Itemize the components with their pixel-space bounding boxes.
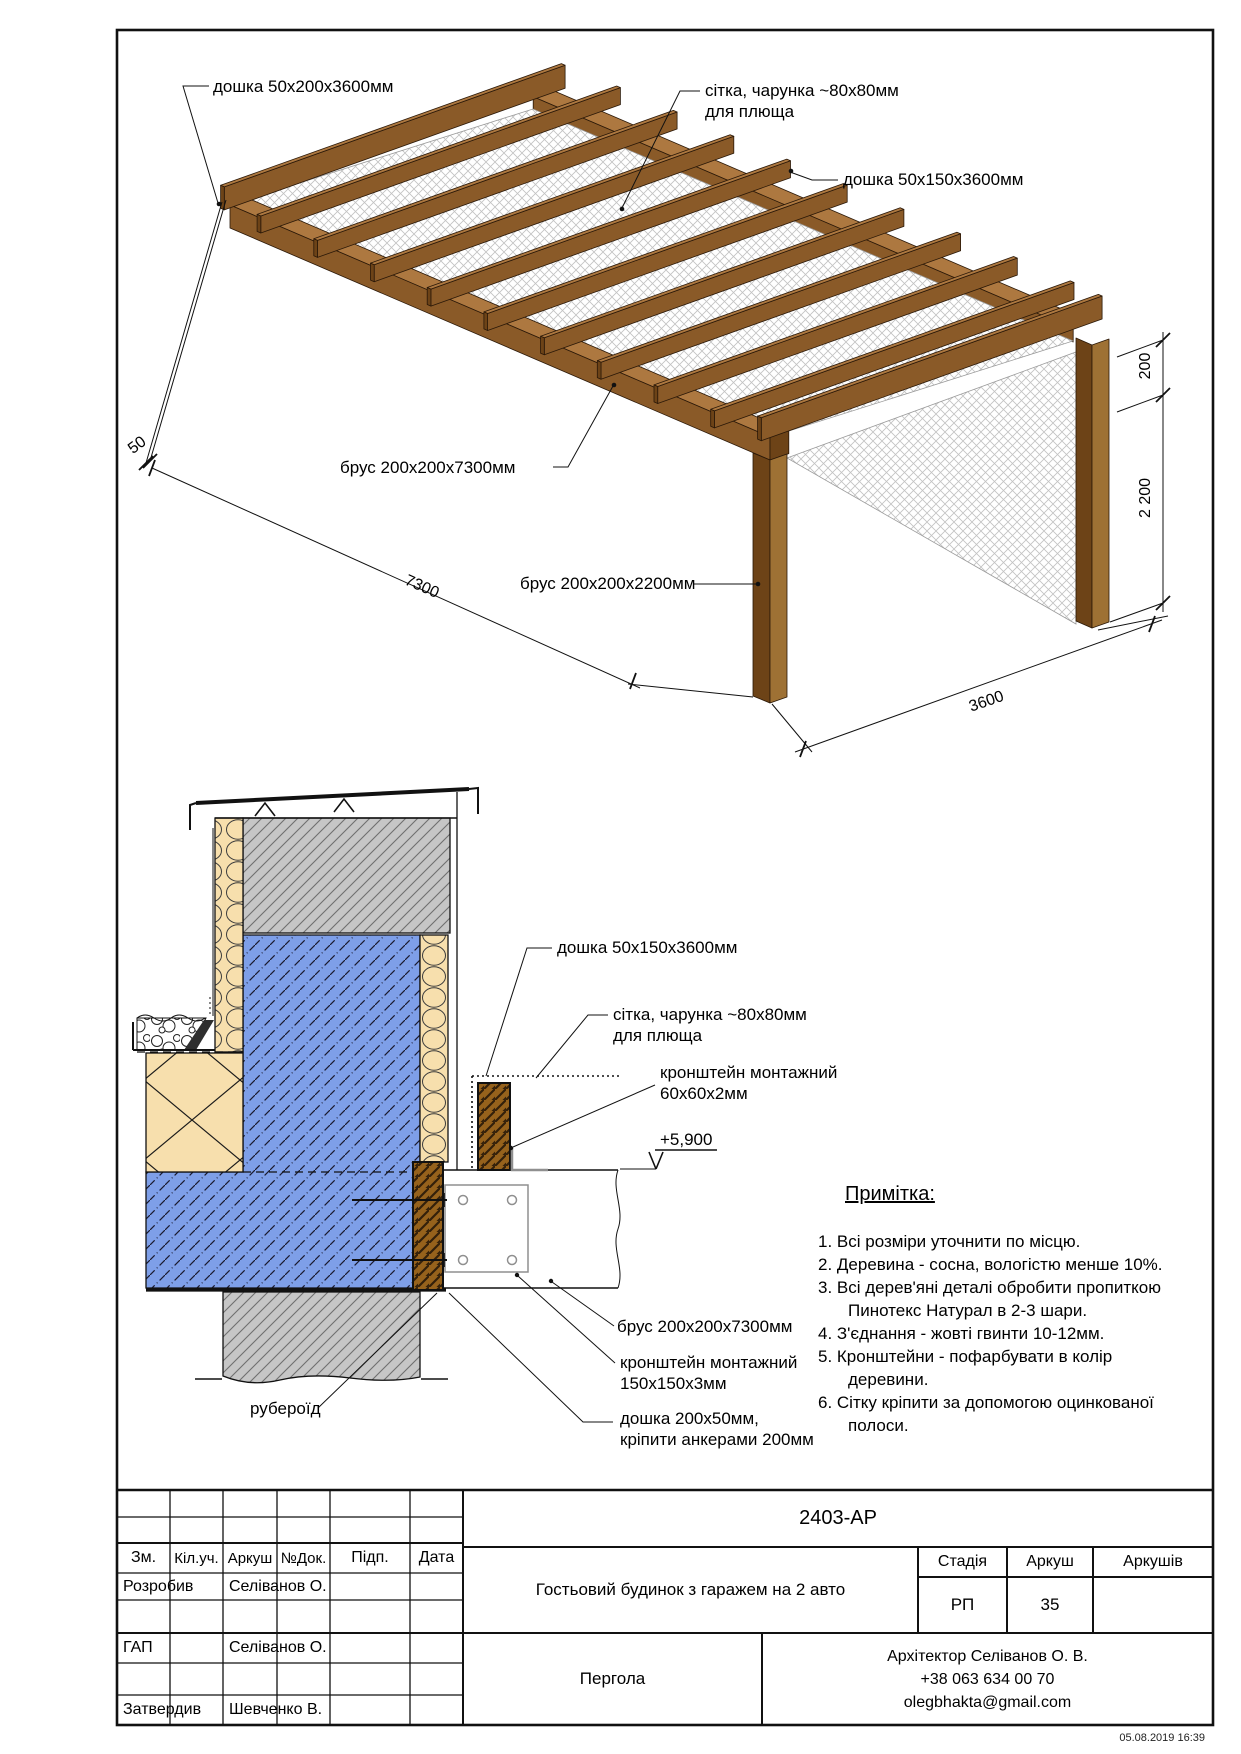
level-mark: +5,900 — [620, 1130, 717, 1170]
label-net-2: для плюща — [705, 102, 795, 121]
notes: Примітка: 1. Всі розміри уточнити по міс… — [818, 1183, 1180, 1437]
label-bracket-big-1: кронштейн монтажний — [620, 1353, 797, 1372]
iso-right-post — [1075, 337, 1110, 629]
beam-section — [443, 1169, 621, 1289]
tb-col-arkush: Аркуш — [227, 1549, 273, 1567]
tb-role-gap: ГАП — [123, 1639, 153, 1656]
note-item: 5. Кронштейни - пофарбувати в колір дере… — [818, 1347, 1113, 1389]
membrane-strip — [184, 1020, 214, 1050]
insulation-right — [419, 934, 449, 1163]
tb-project-title: Гостьовий будинок з гаражем на 2 авто — [535, 1580, 846, 1599]
anchors — [352, 1193, 447, 1267]
notes-title: Примітка: — [845, 1183, 935, 1205]
tb-col-pidp: Підп. — [351, 1549, 389, 1566]
dim-2200: 2 200 — [1137, 478, 1154, 518]
small-angle-bracket — [510, 1148, 548, 1172]
label-board-cross: дошка 50х150х3600мм — [843, 170, 1023, 189]
label-beam-long: брус 200х200х7300мм — [340, 458, 515, 477]
label-beam-post: брус 200х200х2200мм — [520, 574, 695, 593]
tb-col-kiluch: Кіл.уч. — [174, 1549, 219, 1567]
section-labels: дошка 50х150х3600мм сітка, чарунка ~80х8… — [250, 938, 837, 1449]
contact-architect: Архітектор Селіванов О. В. — [887, 1647, 1088, 1665]
tb-contact: Архітектор Селіванов О. В. +38 063 634 0… — [762, 1633, 1213, 1725]
note-item: 6. Сітку кріпити за допомогою оцинковано… — [818, 1393, 1154, 1435]
tb-stage-label: Стадія — [937, 1553, 988, 1570]
label-board-anchor-1: дошка 200х50мм, — [620, 1409, 759, 1428]
label-bracket-small-2: 60х60х2мм — [660, 1084, 748, 1103]
insulation-left — [214, 817, 244, 1053]
foundation — [222, 1291, 421, 1384]
parapet-concrete — [242, 817, 451, 934]
note-item: 2. Деревина - сосна, вологістю менше 10%… — [818, 1255, 1163, 1274]
cross-board-section — [477, 1082, 511, 1171]
label-net-1: сітка, чарунка ~80х80мм — [705, 81, 899, 100]
net-dotted-line — [471, 1075, 620, 1170]
tb-name-gap: Селіванов О. — [229, 1639, 327, 1656]
note-item: 3. Всі дерев'яні деталі обробити пропитк… — [818, 1278, 1161, 1320]
tb-role-zatverdyv: Затвердив — [123, 1701, 202, 1718]
iso-front-post — [752, 452, 788, 704]
tb-col-ndok: №Док. — [280, 1549, 327, 1567]
label-sec-net-1: сітка, чарунка ~80х80мм — [613, 1005, 807, 1024]
tb-drawing-title: Пергола — [579, 1669, 646, 1688]
tb-sheet-value: 35 — [1040, 1595, 1060, 1614]
dim-200: 200 — [1137, 353, 1154, 380]
label-sec-net-2: для плюща — [613, 1026, 703, 1045]
iso-cross-boards — [220, 63, 1103, 442]
note-item: 1. Всі розміри уточнити по місцю. — [818, 1232, 1081, 1251]
tb-sheet-label: Аркуш — [1026, 1553, 1074, 1570]
titleblock-grid — [117, 1488, 1213, 1725]
bracket-plate — [444, 1184, 529, 1273]
anchor-board — [412, 1161, 444, 1291]
iso-labels: дошка 50х200х3600мм сітка, чарунка ~80х8… — [182, 77, 1023, 593]
dim-7300: 7300 — [402, 572, 442, 602]
tb-doc-number: 2403-АР — [799, 1507, 877, 1529]
tb-col-data: Дата — [418, 1549, 455, 1566]
contact-email: olegbhakta@gmail.com — [903, 1693, 1072, 1711]
coping-flashing — [189, 786, 479, 830]
masonry-block — [145, 1052, 244, 1173]
label-board-anchor-2: кріпити анкерами 200мм — [620, 1430, 814, 1449]
label-bracket-big-2: 150х150х3мм — [620, 1374, 727, 1393]
label-sec-board-cross: дошка 50х150х3600мм — [557, 938, 737, 957]
dim-50: 50 — [125, 433, 150, 457]
tb-col-zm: Зм. — [130, 1549, 157, 1566]
dim-3600: 3600 — [967, 688, 1006, 716]
tb-stage-value: РП — [950, 1595, 975, 1614]
contact-phone: +38 063 634 00 70 — [920, 1670, 1055, 1688]
wall-section-view: +5,900 дошка 50х150х3600мм сітка, чарунк… — [132, 786, 837, 1449]
print-timestamp: 05.08.2019 16:39 — [1119, 1732, 1205, 1744]
label-bracket-small-1: кронштейн монтажний — [660, 1063, 837, 1082]
tb-sheets-label: Аркушів — [1123, 1553, 1183, 1570]
label-ruberoid: руберoїд — [250, 1399, 321, 1418]
sheet-frame — [115, 28, 1215, 1727]
tb-name-rozrobyv: Селіванов О. — [229, 1577, 327, 1595]
note-item: 4. З'єднання - жовті гвинти 10-12мм. — [818, 1324, 1105, 1343]
tb-name-zatverdyv: Шевченко В. — [229, 1701, 323, 1718]
label-sec-beam-long: брус 200х200х7300мм — [617, 1317, 792, 1336]
label-level: +5,900 — [660, 1130, 712, 1149]
label-board-end: дошка 50х200х3600мм — [213, 77, 393, 96]
tb-role-rozrobyv: Розробив — [123, 1577, 194, 1595]
iso-pergola-view: 50 7300 3600 200 2 200 дошка 50х200х3600… — [125, 63, 1171, 758]
